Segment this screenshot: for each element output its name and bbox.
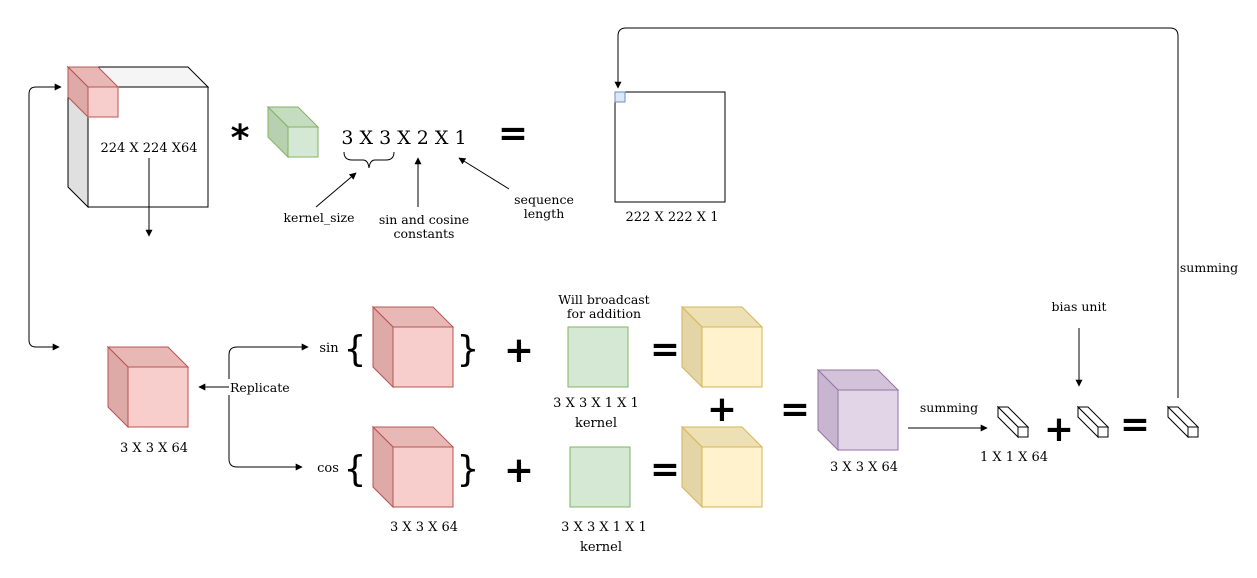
bias-plus-operator: + (1044, 409, 1074, 450)
kernel-size-arrow (315, 172, 357, 208)
input-patch-cube (66, 65, 120, 119)
cos-kernel-label: kernel (580, 540, 622, 555)
vector-dims-label: 1 X 1 X 64 (980, 450, 1048, 465)
cos-kernel-dims-label: 3 X 3 X 1 X 1 (561, 520, 647, 535)
sin-cos-label-line1: sin and cosine (379, 212, 469, 227)
final-vector (1166, 405, 1200, 439)
sin-result-cube (680, 305, 764, 389)
sin-brace-close: } (457, 329, 480, 370)
sin-kernel-label: kernel (575, 416, 617, 431)
sequence-length-arrow (458, 157, 510, 190)
cos-brace-close: } (457, 449, 480, 490)
summing-mid-label: summing (920, 400, 978, 415)
patch-dims-label: 3 X 3 X 64 (120, 441, 188, 456)
sin-kernel-dims-label: 3 X 3 X 1 X 1 (553, 396, 639, 411)
replicate-label: Replicate (230, 380, 290, 395)
feedback-arrow (614, 27, 1179, 398)
cos-plus-operator: + (504, 450, 534, 491)
sequence-length-label-line1: sequence (514, 192, 574, 207)
sum-dims-label: 3 X 3 X 64 (830, 460, 898, 475)
kernel-dims-label: 3 X 3 X 2 X 1 (341, 127, 466, 149)
kernel-size-label: kernel_size (283, 210, 354, 225)
input-dims-label: 224 X 224 X64 (100, 141, 197, 156)
patch-cube (106, 345, 190, 429)
final-equals-operator: = (1120, 404, 1150, 445)
sum-equals-operator: = (780, 389, 810, 430)
convolve-operator: * (231, 118, 250, 159)
replicate-arrow-cos (228, 395, 303, 471)
broadcast-label-line2: for addition (567, 306, 641, 321)
cos-brace-open: { (344, 449, 367, 490)
cos-patch-cube (371, 425, 455, 509)
vector-1x1x64 (996, 405, 1030, 439)
kernel-cube (266, 105, 320, 159)
sin-cos-label-line2: constants (394, 226, 455, 241)
cos-label: cos (317, 461, 339, 476)
left-connector-arrow (28, 83, 62, 351)
input-patch-front (87, 86, 119, 118)
bias-unit-label: bias unit (1052, 299, 1107, 314)
sum-cube (816, 368, 900, 452)
summing-right-label: summing (1180, 260, 1238, 275)
middle-plus-operator: + (707, 389, 737, 430)
sin-plus-operator: + (504, 330, 534, 371)
cos-patch-dims-label: 3 X 3 X 64 (390, 520, 458, 535)
sin-kernel-square (567, 326, 629, 388)
sequence-length-label-line2: length (524, 206, 565, 221)
replicate-arrow-sin (228, 343, 309, 379)
output-map (614, 91, 726, 203)
cos-kernel-square (569, 446, 631, 508)
sin-label: sin (319, 341, 339, 356)
bias-vector (1076, 405, 1110, 439)
kernel-size-brace (343, 151, 395, 169)
cos-result-cube (680, 425, 764, 509)
sin-equals-operator: = (650, 329, 680, 370)
output-pixel (614, 91, 626, 103)
top-equals-operator: = (498, 113, 528, 154)
sin-patch-cube (371, 305, 455, 389)
sin-brace-open: { (344, 329, 367, 370)
broadcast-label-line1: Will broadcast (558, 292, 649, 307)
output-dims-label: 222 X 222 X 1 (626, 210, 719, 225)
cos-equals-operator: = (650, 449, 680, 490)
